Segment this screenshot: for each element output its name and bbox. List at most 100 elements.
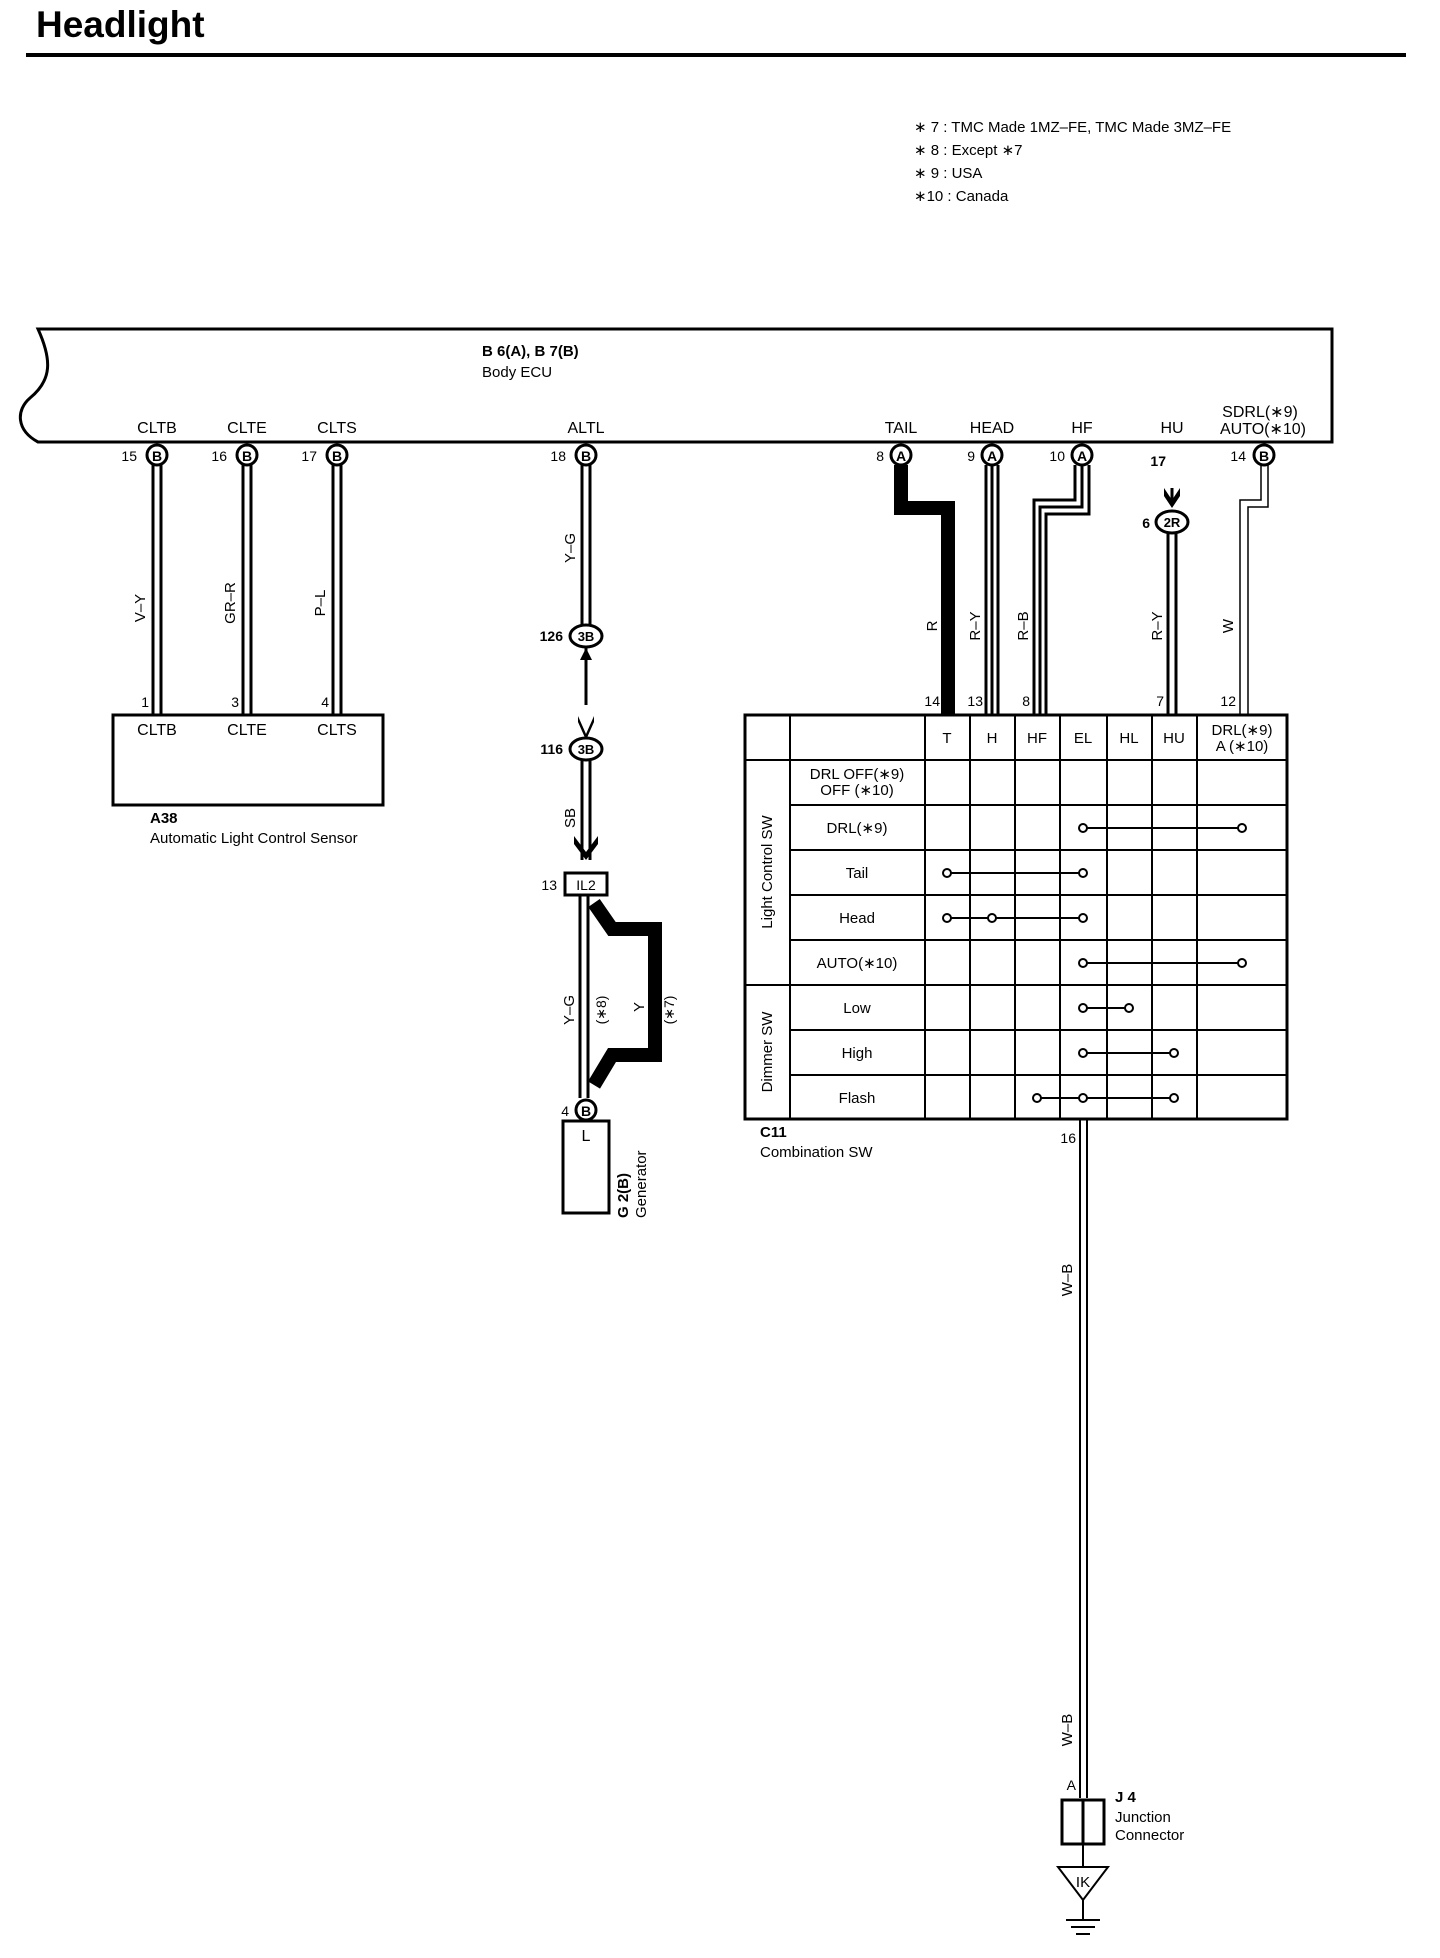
svg-text:B: B xyxy=(332,448,342,464)
light-control-sensor: 1 3 4 CLTB CLTE CLTS A38 Automatic Light… xyxy=(111,694,385,847)
wire-sb-label: SB xyxy=(562,808,579,828)
svg-text:IL2: IL2 xyxy=(576,877,596,893)
ecu-terminal-labels: CLTB CLTE CLTS ALTL TAIL HEAD HF HU SDRL… xyxy=(137,404,1306,438)
wire-wb-lower-label: W–B xyxy=(1059,1714,1076,1747)
svg-text:A: A xyxy=(1067,1777,1077,1793)
svg-text:2R: 2R xyxy=(1164,515,1181,530)
ecu-term-hu: HU xyxy=(1160,420,1183,437)
wire-pl-label: P–L xyxy=(312,590,329,617)
group-light-control: Light Control SW xyxy=(759,814,776,928)
ecu-term-head: HEAD xyxy=(970,420,1014,437)
body-ecu: B 6(A), B 7(B) Body ECU xyxy=(19,327,1334,444)
svg-text:High: High xyxy=(842,1045,873,1062)
svg-text:17: 17 xyxy=(1150,453,1166,469)
svg-text:A (∗10): A (∗10) xyxy=(1216,738,1269,755)
junction-connector: J 4 Junction Connector xyxy=(1060,1789,1184,1846)
svg-text:126: 126 xyxy=(540,628,564,644)
svg-text:J 4: J 4 xyxy=(1115,1789,1137,1806)
svg-text:DRL(∗9): DRL(∗9) xyxy=(1212,722,1273,739)
svg-text:B: B xyxy=(1259,448,1269,464)
pin-hu: 17 xyxy=(1150,453,1166,469)
ground-circuit: 16 W–B W–B A J 4 Junction Connector IK xyxy=(1055,1120,1184,1935)
wire-grr-label: GR–R xyxy=(222,582,239,624)
svg-text:Flash: Flash xyxy=(839,1090,876,1107)
wire-y-label: Y xyxy=(631,1002,648,1012)
svg-text:7: 7 xyxy=(1156,693,1164,709)
svg-text:13: 13 xyxy=(541,877,557,893)
note-8: ∗ 8 : Except ∗7 xyxy=(914,142,1023,159)
svg-text:8: 8 xyxy=(1022,693,1030,709)
pin-clts: 17 B xyxy=(301,443,349,467)
svg-text:DRL(∗9): DRL(∗9) xyxy=(827,820,888,837)
connector-126-3b: 126 3B xyxy=(540,623,604,649)
pin-head: 9 A xyxy=(967,443,1004,467)
ecu-term-auto: AUTO(∗10) xyxy=(1220,421,1306,438)
sensor-name: Automatic Light Control Sensor xyxy=(150,830,358,847)
svg-text:A: A xyxy=(1077,448,1087,464)
group-dimmer: Dimmer SW xyxy=(759,1011,776,1093)
svg-text:B: B xyxy=(152,448,162,464)
wire-ry-hu-label: R–Y xyxy=(1149,611,1166,640)
svg-text:16: 16 xyxy=(1060,1130,1076,1146)
svg-text:IK: IK xyxy=(1076,1874,1090,1891)
svg-text:9: 9 xyxy=(967,448,975,464)
svg-text:B: B xyxy=(581,448,591,464)
connector-il2: 13 IL2 xyxy=(541,871,609,897)
combo-pin-numbers: 14 13 8 7 12 xyxy=(924,693,1236,709)
svg-text:HL: HL xyxy=(1119,730,1138,747)
svg-text:17: 17 xyxy=(301,448,317,464)
svg-text:DRL OFF(∗9): DRL OFF(∗9) xyxy=(810,766,905,783)
svg-text:A: A xyxy=(987,448,997,464)
wire-vy-label: V–Y xyxy=(132,594,149,622)
svg-text:3B: 3B xyxy=(578,629,595,644)
note-7: ∗ 7 : TMC Made 1MZ–FE, TMC Made 3MZ–FE xyxy=(914,119,1232,136)
svg-text:CLTE: CLTE xyxy=(227,722,267,739)
pin-sdrl: 14 B xyxy=(1230,443,1276,467)
svg-text:14: 14 xyxy=(1230,448,1246,464)
svg-text:12: 12 xyxy=(1220,693,1236,709)
svg-text:EL: EL xyxy=(1074,730,1092,747)
svg-text:H: H xyxy=(987,730,998,747)
combo-name: Combination SW xyxy=(760,1144,873,1161)
generator-ref: G 2(B) xyxy=(615,1173,632,1218)
sensor-wires xyxy=(151,465,343,714)
svg-text:HU: HU xyxy=(1163,730,1185,747)
svg-text:1: 1 xyxy=(141,694,149,710)
svg-text:3: 3 xyxy=(231,694,239,710)
svg-text:T: T xyxy=(942,730,951,747)
svg-text:18: 18 xyxy=(550,448,566,464)
connector-2r: 6 2R xyxy=(1142,509,1190,535)
generator: 4 B L G 2(B) Generator xyxy=(561,1098,650,1218)
svg-text:14: 14 xyxy=(924,693,940,709)
combo-ref: C11 xyxy=(760,1124,787,1141)
svg-text:A: A xyxy=(896,448,906,464)
svg-text:6: 6 xyxy=(1142,515,1150,531)
pin-hf: 10 A xyxy=(1049,443,1094,467)
note-9: ∗ 9 : USA xyxy=(914,165,983,182)
ecu-ref: B 6(A), B 7(B) xyxy=(482,343,579,360)
ecu-term-altl: ALTL xyxy=(567,420,604,437)
svg-text:10: 10 xyxy=(1049,448,1065,464)
svg-text:Tail: Tail xyxy=(846,865,869,882)
ecu-term-clts: CLTS xyxy=(317,420,357,437)
wire-rb-label: R–B xyxy=(1015,611,1032,640)
svg-text:8: 8 xyxy=(876,448,884,464)
ecu-term-tail: TAIL xyxy=(885,420,918,437)
svg-text:CLTB: CLTB xyxy=(137,722,177,739)
altl-circuit: Y–G SB 126 3B 116 3B 13 IL2 Y–G (∗8) Y (… xyxy=(540,465,677,1218)
svg-text:116: 116 xyxy=(540,741,563,757)
pin-cltb: 15 B xyxy=(121,443,169,467)
svg-text:HF: HF xyxy=(1027,730,1047,747)
sensor-ref: A38 xyxy=(150,810,178,827)
wire-yg-upper-label: Y–G xyxy=(562,533,579,563)
ecu-term-clte: CLTE xyxy=(227,420,267,437)
ground-symbol: IK xyxy=(1055,1866,1111,1935)
svg-text:15: 15 xyxy=(121,448,137,464)
note-8-label: (∗8) xyxy=(593,996,609,1025)
wire-r-label: R xyxy=(924,620,941,631)
ecu-term-hf: HF xyxy=(1071,420,1093,437)
wire-w-label: W xyxy=(1220,618,1237,633)
svg-text:B: B xyxy=(242,448,252,464)
pin-tail: 8 A xyxy=(876,443,913,467)
pin-altl: 18 B xyxy=(550,443,598,467)
